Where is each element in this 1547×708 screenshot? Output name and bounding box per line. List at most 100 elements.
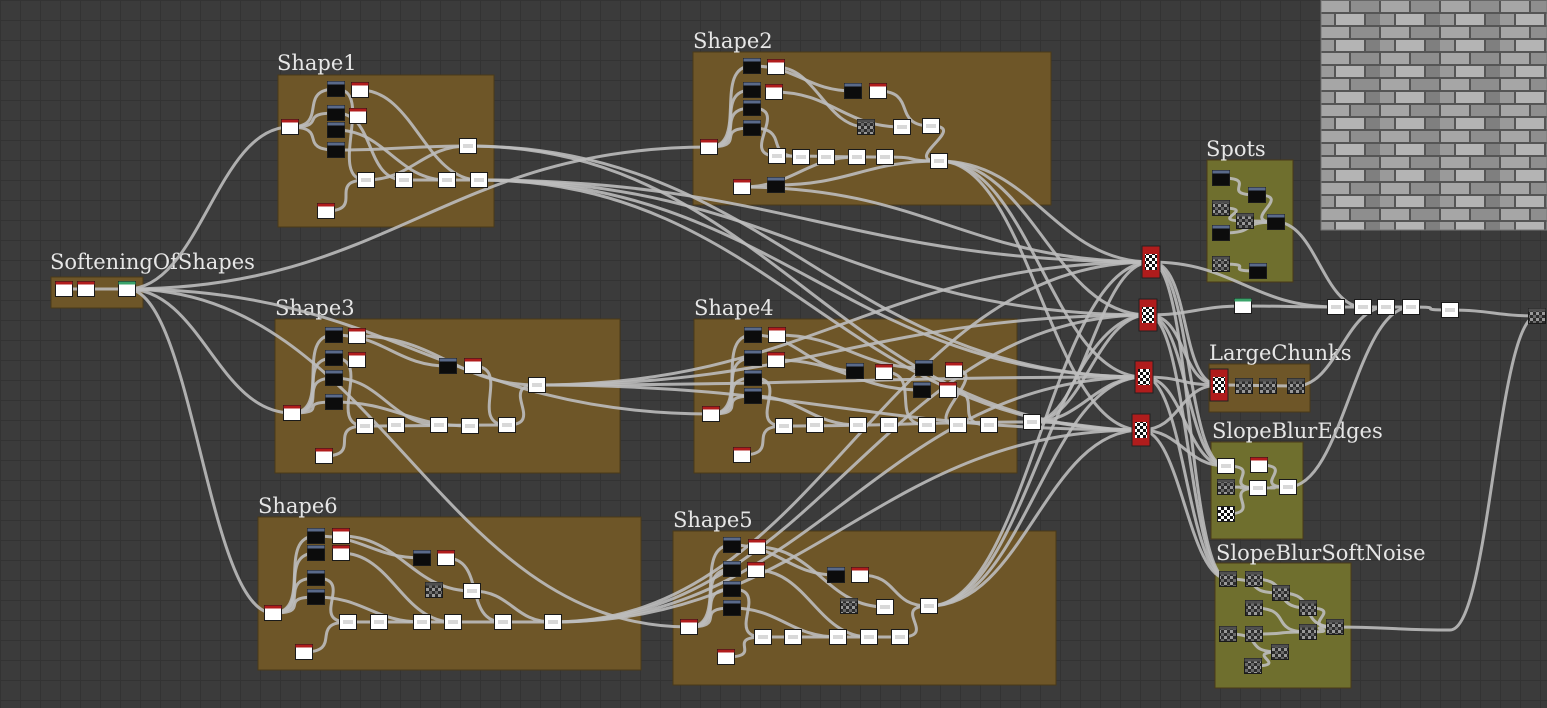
graph-node[interactable] — [1248, 187, 1266, 203]
graph-node[interactable] — [743, 58, 761, 74]
graph-node[interactable] — [325, 370, 343, 386]
graph-node[interactable] — [317, 203, 335, 219]
graph-node[interactable] — [1234, 298, 1252, 314]
graph-node[interactable] — [743, 120, 761, 136]
graph-node[interactable] — [1217, 458, 1235, 474]
graph-node[interactable] — [118, 281, 136, 297]
graph-node[interactable] — [891, 629, 909, 645]
graph-node[interactable] — [765, 84, 783, 100]
graph-node[interactable] — [283, 405, 301, 421]
graph-node[interactable] — [723, 600, 741, 616]
frame-SofteningOfShapes[interactable]: SofteningOfShapes — [50, 250, 255, 309]
graph-node[interactable] — [860, 629, 878, 645]
graph-node[interactable] — [817, 149, 835, 165]
graph-node[interactable] — [470, 172, 488, 188]
graph-node[interactable] — [939, 382, 957, 398]
graph-node[interactable] — [717, 649, 735, 665]
graph-node[interactable] — [1287, 378, 1305, 394]
graph-node[interactable] — [438, 172, 456, 188]
graph-node[interactable] — [464, 358, 482, 374]
graph-node[interactable] — [723, 537, 741, 553]
graph-node[interactable] — [945, 362, 963, 378]
graph-node[interactable] — [1249, 263, 1267, 279]
graph-node[interactable] — [767, 59, 785, 75]
graph-node[interactable] — [1441, 302, 1459, 318]
graph-node[interactable] — [1245, 626, 1263, 642]
graph-node[interactable] — [1354, 299, 1372, 315]
graph-node[interactable] — [494, 614, 512, 630]
graph-node[interactable] — [439, 358, 457, 374]
graph-node[interactable] — [747, 562, 765, 578]
graph-node[interactable] — [1212, 225, 1230, 241]
graph-node[interactable] — [1023, 414, 1041, 430]
graph-node[interactable] — [307, 570, 325, 586]
graph-node[interactable] — [444, 614, 462, 630]
graph-node[interactable] — [339, 614, 357, 630]
graph-node[interactable] — [875, 364, 893, 380]
graph-node[interactable] — [1267, 214, 1285, 230]
graph-node[interactable] — [1528, 308, 1546, 324]
graph-node[interactable] — [413, 550, 431, 566]
graph-node[interactable] — [461, 418, 479, 434]
graph-node[interactable] — [1272, 585, 1290, 601]
graph-node[interactable] — [723, 561, 741, 577]
graph-node[interactable] — [827, 567, 845, 583]
graph-node[interactable] — [1141, 245, 1161, 279]
graph-node[interactable] — [281, 119, 299, 135]
graph-node[interactable] — [325, 394, 343, 410]
graph-node[interactable] — [1299, 600, 1317, 616]
graph-node[interactable] — [1236, 213, 1254, 229]
graph-node[interactable] — [1217, 479, 1235, 495]
graph-node[interactable] — [77, 281, 95, 297]
graph-node[interactable] — [876, 599, 894, 615]
graph-node[interactable] — [840, 598, 858, 614]
graph-node[interactable] — [1235, 378, 1253, 394]
graph-node[interactable] — [327, 142, 345, 158]
graph-node[interactable] — [463, 583, 481, 599]
graph-node[interactable] — [913, 382, 931, 398]
graph-node[interactable] — [356, 418, 374, 434]
graph-node[interactable] — [327, 122, 345, 138]
graph-node[interactable] — [327, 81, 345, 97]
graph-node[interactable] — [425, 582, 443, 598]
graph-node[interactable] — [387, 417, 405, 433]
graph-node[interactable] — [55, 281, 73, 297]
graph-node[interactable] — [325, 327, 343, 343]
graph-node[interactable] — [744, 370, 762, 386]
graph-node[interactable] — [307, 589, 325, 605]
graph-node[interactable] — [733, 447, 751, 463]
graph-node[interactable] — [395, 172, 413, 188]
graph-node[interactable] — [1299, 624, 1317, 640]
graph-node[interactable] — [743, 82, 761, 98]
graph-node[interactable] — [1279, 479, 1297, 495]
graph-node[interactable] — [851, 567, 869, 583]
graph-node[interactable] — [1217, 506, 1235, 522]
graph-node[interactable] — [1244, 658, 1262, 674]
graph-node[interactable] — [307, 545, 325, 561]
graph-node[interactable] — [775, 418, 793, 434]
graph-node[interactable] — [767, 177, 785, 193]
graph-node[interactable] — [920, 598, 938, 614]
graph-node[interactable] — [459, 138, 477, 154]
graph-node[interactable] — [327, 105, 345, 121]
graph-node[interactable] — [1219, 626, 1237, 642]
graph-node[interactable] — [869, 83, 887, 99]
graph-node[interactable] — [829, 629, 847, 645]
graph-node[interactable] — [332, 545, 350, 561]
frame-LargeChunks[interactable]: LargeChunks — [1208, 341, 1352, 413]
graph-node[interactable] — [893, 119, 911, 135]
graph-node[interactable] — [915, 360, 933, 376]
graph-node[interactable] — [700, 139, 718, 155]
graph-node[interactable] — [1219, 571, 1237, 587]
graph-node[interactable] — [768, 148, 786, 164]
graph-node[interactable] — [1249, 480, 1267, 496]
graph-node[interactable] — [846, 363, 864, 379]
graph-node[interactable] — [744, 350, 762, 366]
graph-node[interactable] — [930, 153, 948, 169]
graph-node[interactable] — [1131, 413, 1151, 447]
graph-node[interactable] — [844, 83, 862, 99]
graph-node[interactable] — [264, 605, 282, 621]
graph-node[interactable] — [348, 328, 366, 344]
graph-node[interactable] — [980, 417, 998, 433]
